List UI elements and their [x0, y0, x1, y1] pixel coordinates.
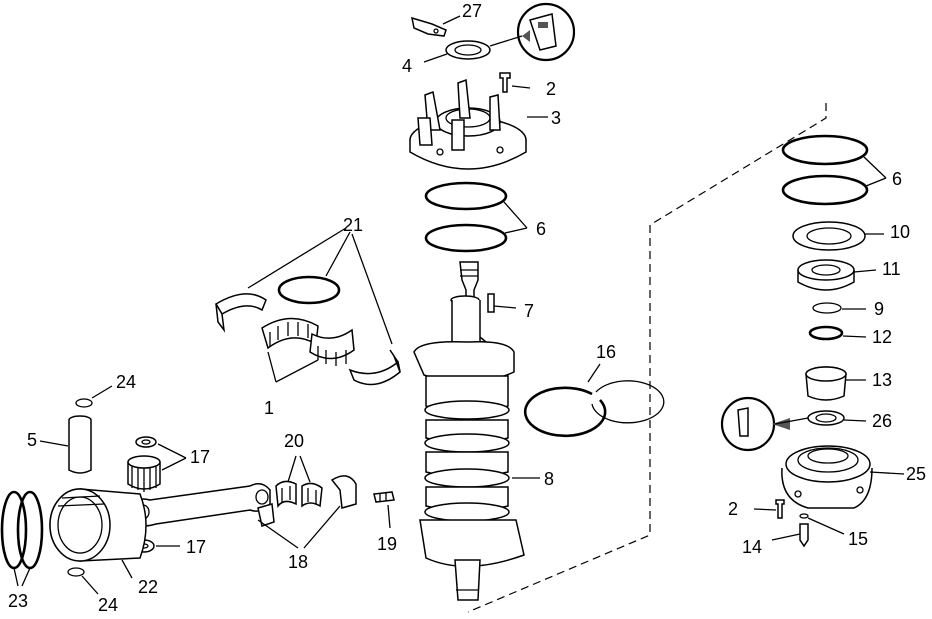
part-5-wrist-pin — [39, 415, 92, 474]
callout-17-top: 17 — [190, 447, 210, 467]
part-12-oring-small — [808, 325, 867, 341]
callout-6-center: 6 — [536, 219, 546, 239]
callout-16: 16 — [596, 342, 616, 362]
callout-6-right: 6 — [892, 169, 902, 189]
part-18-connecting-rod — [133, 475, 357, 549]
callout-17-bottom: 17 — [186, 537, 206, 557]
part-16-retaining-ring — [523, 363, 665, 438]
seal-detail-circle — [516, 2, 576, 62]
part-27-clip — [411, 15, 461, 37]
part-10-plate — [792, 221, 884, 251]
part-22-piston — [49, 488, 147, 579]
callout-24-top: 24 — [116, 372, 136, 392]
part-6-orings-right — [781, 134, 887, 206]
part-7-pin — [487, 293, 517, 313]
callout-14: 14 — [742, 537, 762, 557]
callout-4: 4 — [402, 56, 412, 76]
part-2-screw-bottom — [753, 499, 785, 519]
callout-21: 21 — [343, 215, 363, 235]
part-23-piston-rings — [0, 490, 44, 587]
part-9-retainer — [812, 302, 866, 314]
callout-25: 25 — [906, 464, 926, 484]
callout-1: 1 — [264, 398, 274, 418]
part-21-bearings — [214, 227, 401, 386]
callout-19: 19 — [377, 534, 397, 554]
part-24-clip-top — [75, 385, 113, 408]
part-24-clip-bottom — [67, 567, 99, 595]
callout-3: 3 — [551, 108, 561, 128]
callout-24-bottom: 24 — [98, 595, 118, 615]
assembly-dash-line — [467, 103, 827, 613]
part-3-upper-housing — [409, 78, 548, 170]
part-1-needle-cages — [261, 317, 355, 383]
part-11-ball-bearing — [797, 259, 877, 291]
callout-11: 11 — [882, 259, 901, 279]
callout-2-top: 2 — [546, 79, 556, 99]
callout-9: 9 — [874, 299, 884, 319]
callout-5: 5 — [27, 430, 37, 450]
part-14-screw — [771, 523, 809, 548]
callout-2-bottom: 2 — [728, 499, 738, 519]
callout-27: 27 — [462, 1, 482, 21]
part-6-orings-center — [424, 181, 528, 253]
part-17-washer-top — [127, 436, 187, 492]
part-13-cup — [805, 366, 866, 401]
callout-labels: 27 4 2 3 6 21 7 1 16 24 5 17 20 8 17 18 … — [8, 1, 926, 615]
callout-15: 15 — [848, 529, 868, 549]
callout-10: 10 — [890, 222, 910, 242]
callout-20: 20 — [284, 431, 304, 451]
part-2-screw-top — [499, 72, 531, 93]
callout-7: 7 — [524, 301, 534, 321]
callout-23: 23 — [8, 591, 28, 611]
callout-26: 26 — [872, 411, 892, 431]
part-26-seal — [807, 410, 867, 426]
part-8-crankshaft — [413, 261, 540, 601]
callout-13: 13 — [872, 370, 892, 390]
part-4-seal — [423, 35, 523, 63]
part-25-lower-housing — [781, 445, 905, 509]
callout-8: 8 — [544, 469, 554, 489]
callout-12: 12 — [872, 327, 892, 347]
part-15-washer — [799, 513, 845, 535]
callout-22: 22 — [138, 577, 158, 597]
callout-18: 18 — [288, 552, 308, 572]
part-19-bolt — [373, 491, 395, 529]
seal-detail-circle-right — [720, 396, 809, 452]
part-20-bearing-halves — [275, 455, 323, 508]
